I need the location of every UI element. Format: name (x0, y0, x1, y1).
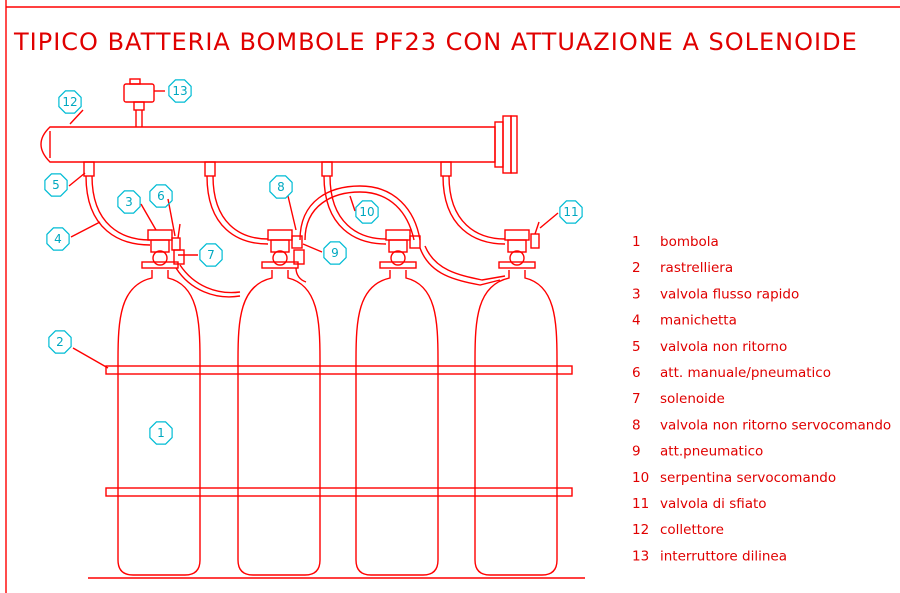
legend-label: valvola di sfiato (660, 496, 767, 512)
callout-hexagon (559, 200, 583, 224)
legend-item: 3 valvola flusso rapido (632, 286, 799, 302)
servo-coil (175, 185, 506, 298)
legend-item: 7 solenoide (632, 391, 725, 407)
legend-label: rastrelliera (660, 260, 733, 276)
legend-number: 9 (632, 444, 641, 460)
legend-number: 13 (632, 548, 649, 564)
callout-8: 8 (269, 175, 293, 199)
legend-label: collettore (660, 522, 724, 538)
check-valves (83, 161, 452, 177)
legend-number: 5 (632, 339, 641, 355)
legend-label: valvola non ritorno servocomando (660, 417, 891, 433)
legend-label: att.pneumatico (660, 444, 763, 460)
legend-number: 10 (632, 470, 649, 486)
callout-hexagon (269, 175, 293, 199)
legend-label: serpentina servocomando (660, 470, 836, 486)
legend-number: 7 (632, 391, 641, 407)
callout-6: 6 (149, 184, 173, 208)
callout-number: 9 (331, 246, 339, 260)
legend-number: 1 (632, 234, 641, 250)
line-switch (123, 78, 155, 127)
legend-label: interruttore dilinea (660, 548, 787, 564)
legend-label: manichetta (660, 313, 737, 329)
legend-item: 13 interruttore dilinea (632, 548, 787, 564)
callout-12: 12 (58, 90, 82, 114)
callout-4: 4 (46, 227, 70, 251)
legend-number: 2 (632, 260, 641, 276)
callout-number: 12 (62, 95, 77, 109)
callout-hexagon (199, 243, 223, 267)
callout-number: 10 (359, 205, 374, 219)
legend-item: 9 att.pneumatico (632, 444, 763, 460)
legend-label: solenoide (660, 391, 725, 407)
valve-heads (141, 221, 540, 269)
callout-hexagon (168, 79, 192, 103)
legend-item: 8 valvola non ritorno servocomando (632, 417, 891, 433)
callout-hexagon (149, 421, 173, 445)
callout-2: 2 (48, 330, 72, 354)
callout-hexagon (58, 90, 82, 114)
callout-number: 4 (54, 232, 62, 246)
callout-hexagon (355, 200, 379, 224)
callout-number: 3 (125, 195, 133, 209)
legend-item: 4 manichetta (632, 313, 737, 329)
legend-item: 2 rastrelliera (632, 260, 733, 276)
drawing-title: TIPICO BATTERIA BOMBOLE PF23 CON ATTUAZI… (13, 28, 858, 56)
callout-hexagon (323, 241, 347, 265)
legend-label: valvola non ritorno (660, 339, 787, 355)
legend-item: 6 att. manuale/pneumatico (632, 365, 831, 381)
callout-hexagon (149, 184, 173, 208)
callout-5: 5 (44, 173, 68, 197)
legend-item: 5 valvola non ritorno (632, 339, 787, 355)
legend-item: 10 serpentina servocomando (632, 470, 836, 486)
legend-item: 12 collettore (632, 522, 724, 538)
legend-item: 11 valvola di sfiato (632, 496, 767, 512)
legend-label: bombola (660, 234, 719, 250)
callout-1: 1 (149, 421, 173, 445)
callout-number: 13 (172, 84, 187, 98)
legend-number: 6 (632, 365, 641, 381)
callout-hexagon (48, 330, 72, 354)
rack (105, 365, 573, 497)
callout-11: 11 (559, 200, 583, 224)
callout-number: 6 (157, 189, 165, 203)
collector-pipe (40, 115, 518, 174)
legend-number: 8 (632, 417, 641, 433)
callout-9: 9 (323, 241, 347, 265)
callout-number: 1 (157, 426, 165, 440)
callout-hexagon (117, 190, 141, 214)
hoses (85, 175, 506, 246)
legend: 1 bombola 2 rastrelliera 3 valvola flusso rap… (632, 234, 891, 564)
legend-number: 12 (632, 522, 649, 538)
callout-hexagon (44, 173, 68, 197)
callout-number: 8 (277, 180, 285, 194)
callout-number: 5 (52, 178, 60, 192)
callout-number: 11 (563, 205, 578, 219)
callout-10: 10 (355, 200, 379, 224)
legend-label: valvola flusso rapido (660, 286, 799, 302)
callout-leaders (68, 90, 559, 369)
callout-number: 7 (207, 248, 215, 262)
legend-item: 1 bombola (632, 234, 719, 250)
legend-number: 4 (632, 313, 641, 329)
legend-number: 11 (632, 496, 649, 512)
callout-3: 3 (117, 190, 141, 214)
callout-number: 2 (56, 335, 64, 349)
callout-7: 7 (199, 243, 223, 267)
legend-number: 3 (632, 286, 641, 302)
callout-hexagon (46, 227, 70, 251)
legend-label: att. manuale/pneumatico (660, 365, 831, 381)
cylinders (117, 270, 558, 576)
callout-13: 13 (168, 79, 192, 103)
